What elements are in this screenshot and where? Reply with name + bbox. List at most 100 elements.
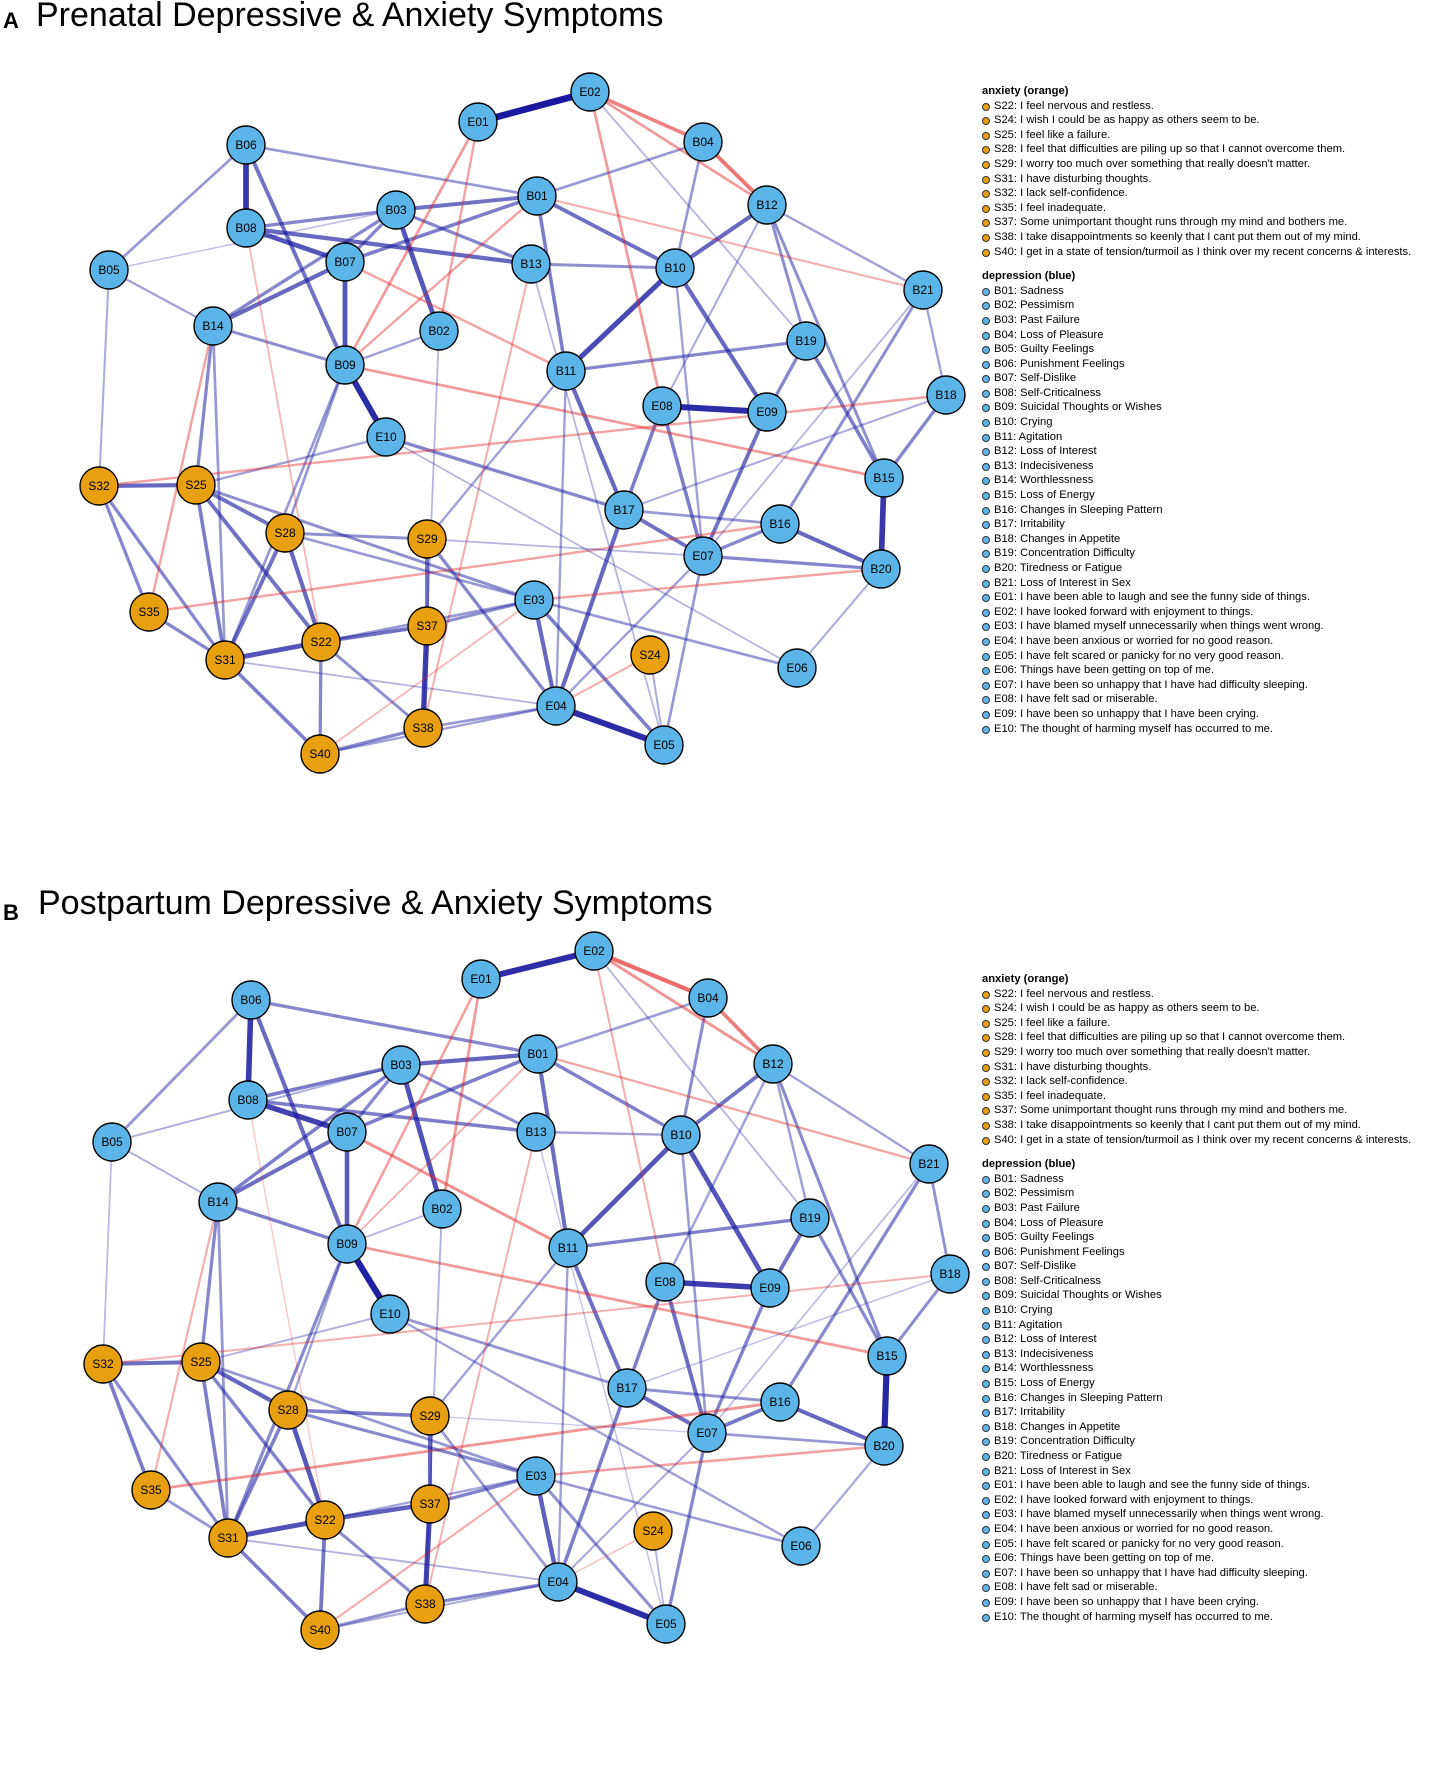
node-B13[interactable]: B13 [516, 1112, 556, 1152]
node-B11[interactable]: B11 [548, 1228, 588, 1268]
node-S40[interactable]: S40 [300, 1610, 340, 1650]
node-B08[interactable]: B08 [228, 1080, 268, 1120]
node-B03[interactable]: B03 [376, 190, 416, 230]
node-B06[interactable]: B06 [226, 125, 266, 165]
node-E09[interactable]: E09 [750, 1268, 790, 1308]
node-E02[interactable]: E02 [570, 72, 610, 112]
node-B17[interactable]: B17 [604, 490, 644, 530]
node-label: B16 [769, 517, 791, 531]
node-E05[interactable]: E05 [644, 725, 684, 765]
node-B15[interactable]: B15 [864, 458, 904, 498]
node-S24[interactable]: S24 [630, 635, 670, 675]
node-E07[interactable]: E07 [683, 536, 723, 576]
node-S37[interactable]: S37 [410, 1484, 450, 1524]
node-E04[interactable]: E04 [538, 1562, 578, 1602]
node-S29[interactable]: S29 [407, 519, 447, 559]
edge-B14-S35 [147, 324, 215, 614]
node-B12[interactable]: B12 [747, 185, 787, 225]
node-B20[interactable]: B20 [861, 549, 901, 589]
node-B14[interactable]: B14 [198, 1182, 238, 1222]
node-E02[interactable]: E02 [574, 931, 614, 971]
node-S38[interactable]: S38 [403, 708, 443, 748]
node-S35[interactable]: S35 [131, 1470, 171, 1510]
node-S25[interactable]: S25 [176, 465, 216, 505]
node-E03[interactable]: E03 [514, 580, 554, 620]
node-E06[interactable]: E06 [781, 1526, 821, 1566]
node-E01[interactable]: E01 [461, 959, 501, 999]
node-B03[interactable]: B03 [381, 1045, 421, 1085]
node-S24[interactable]: S24 [633, 1511, 673, 1551]
node-B18[interactable]: B18 [926, 375, 966, 415]
node-B09[interactable]: B09 [327, 1224, 367, 1264]
node-B02[interactable]: B02 [419, 311, 459, 351]
node-E04[interactable]: E04 [536, 686, 576, 726]
node-B10[interactable]: B10 [661, 1115, 701, 1155]
node-E07[interactable]: E07 [687, 1413, 727, 1453]
node-B04[interactable]: B04 [688, 978, 728, 1018]
node-B02[interactable]: B02 [422, 1189, 462, 1229]
legend-dot-icon [982, 1365, 990, 1374]
node-B01[interactable]: B01 [517, 176, 557, 216]
node-label: E09 [756, 405, 778, 419]
node-B05[interactable]: B05 [92, 1122, 132, 1162]
node-E06[interactable]: E06 [777, 648, 817, 688]
node-B04[interactable]: B04 [683, 122, 723, 162]
node-S22[interactable]: S22 [301, 622, 341, 662]
edge-B11-E04 [556, 1246, 570, 1584]
node-B16[interactable]: B16 [760, 1382, 800, 1422]
node-S40[interactable]: S40 [300, 734, 340, 774]
node-E08[interactable]: E08 [645, 1262, 685, 1302]
node-S22[interactable]: S22 [305, 1500, 345, 1540]
node-S32[interactable]: S32 [83, 1344, 123, 1384]
node-E10[interactable]: E10 [370, 1294, 410, 1334]
node-circle [301, 622, 341, 662]
node-B11[interactable]: B11 [546, 351, 586, 391]
node-S38[interactable]: S38 [405, 1584, 445, 1624]
node-B21[interactable]: B21 [903, 270, 943, 310]
edge-S25-S31 [194, 483, 227, 662]
node-B16[interactable]: B16 [760, 504, 800, 544]
node-B15[interactable]: B15 [867, 1336, 907, 1376]
node-B19[interactable]: B19 [790, 1198, 830, 1238]
node-B07[interactable]: B07 [325, 242, 365, 282]
node-S31[interactable]: S31 [205, 640, 245, 680]
node-S28[interactable]: S28 [268, 1390, 308, 1430]
node-B06[interactable]: B06 [231, 980, 271, 1020]
node-circle [366, 417, 406, 457]
edge-E02-B04 [591, 948, 711, 1001]
node-B05[interactable]: B05 [89, 250, 129, 290]
legend-dot-icon [982, 1380, 990, 1389]
node-B17[interactable]: B17 [607, 1368, 647, 1408]
node-E01[interactable]: E01 [458, 102, 498, 142]
node-E05[interactable]: E05 [646, 1604, 686, 1644]
node-S29[interactable]: S29 [410, 1396, 450, 1436]
legend-item-label: B17: Irritability [994, 518, 1065, 531]
edge-S32-S35 [97, 484, 151, 614]
node-S37[interactable]: S37 [407, 606, 447, 646]
edge-B09-S28 [283, 363, 347, 535]
node-B07[interactable]: B07 [327, 1112, 367, 1152]
node-B14[interactable]: B14 [193, 306, 233, 346]
node-E08[interactable]: E08 [642, 386, 682, 426]
edge-S29-E07 [426, 538, 704, 557]
node-B01[interactable]: B01 [518, 1034, 558, 1074]
legend-item: E01: I have been able to laugh and see t… [982, 590, 1411, 605]
node-S35[interactable]: S35 [129, 592, 169, 632]
node-E09[interactable]: E09 [747, 392, 787, 432]
node-S28[interactable]: S28 [265, 513, 305, 553]
node-B21[interactable]: B21 [909, 1144, 949, 1184]
node-E03[interactable]: E03 [516, 1456, 556, 1496]
node-circle [517, 176, 557, 216]
node-E10[interactable]: E10 [366, 417, 406, 457]
node-B19[interactable]: B19 [786, 321, 826, 361]
node-S32[interactable]: S32 [79, 466, 119, 506]
node-S25[interactable]: S25 [181, 1342, 221, 1382]
node-B12[interactable]: B12 [753, 1044, 793, 1084]
node-B10[interactable]: B10 [655, 248, 695, 288]
node-B20[interactable]: B20 [864, 1426, 904, 1466]
node-B09[interactable]: B09 [325, 345, 365, 385]
node-B18[interactable]: B18 [930, 1254, 970, 1294]
node-B13[interactable]: B13 [511, 244, 551, 284]
node-B08[interactable]: B08 [226, 208, 266, 248]
node-S31[interactable]: S31 [208, 1518, 248, 1558]
